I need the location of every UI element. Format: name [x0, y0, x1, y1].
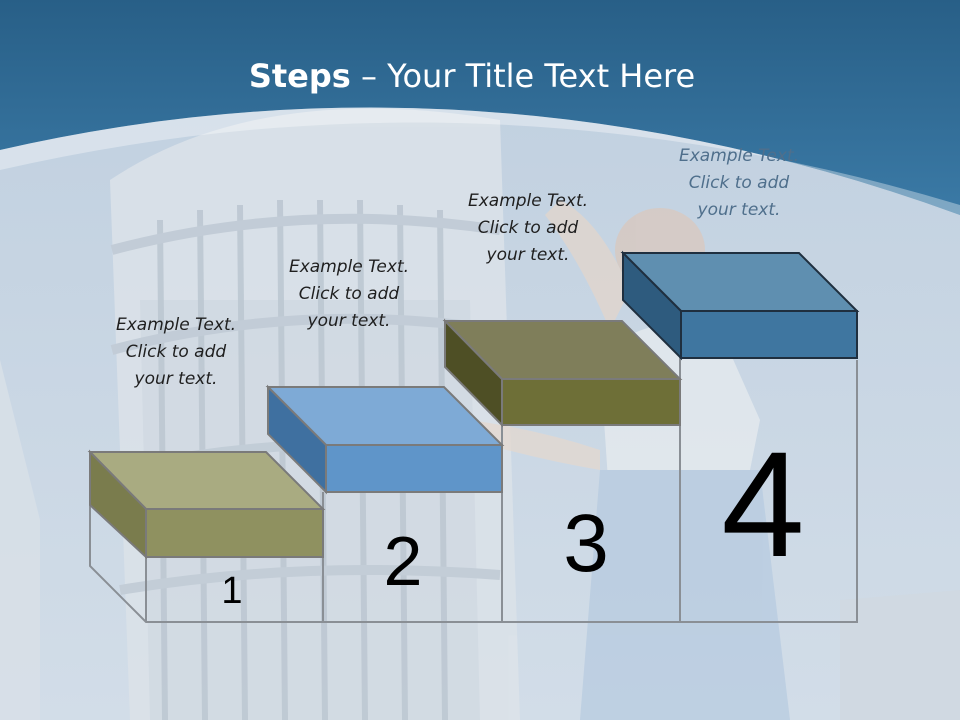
title-rest: – Your Title Text Here — [350, 57, 696, 95]
step-caption-1[interactable]: Example Text. Click to add your text. — [115, 315, 237, 389]
title-bold: Steps — [248, 57, 351, 95]
step-number-3: 3 — [563, 498, 609, 589]
step-number-4: 4 — [721, 420, 804, 588]
step-block-1[interactable] — [87, 449, 326, 560]
header-band — [0, 0, 960, 215]
step-caption-3[interactable]: Example Text. Click to add your text. — [467, 191, 589, 265]
step-number-1: 1 — [221, 570, 242, 612]
slide-title[interactable]: Steps – Your Title Text Here — [0, 56, 944, 96]
step-block-2[interactable] — [265, 384, 505, 495]
step-block-4[interactable] — [620, 250, 860, 361]
step-number-2: 2 — [384, 522, 423, 600]
step-block-3[interactable] — [442, 318, 683, 428]
step-caption-4[interactable]: Example Text. Click to add your text. — [678, 146, 800, 220]
step-caption-2[interactable]: Example Text. Click to add your text. — [288, 257, 410, 331]
